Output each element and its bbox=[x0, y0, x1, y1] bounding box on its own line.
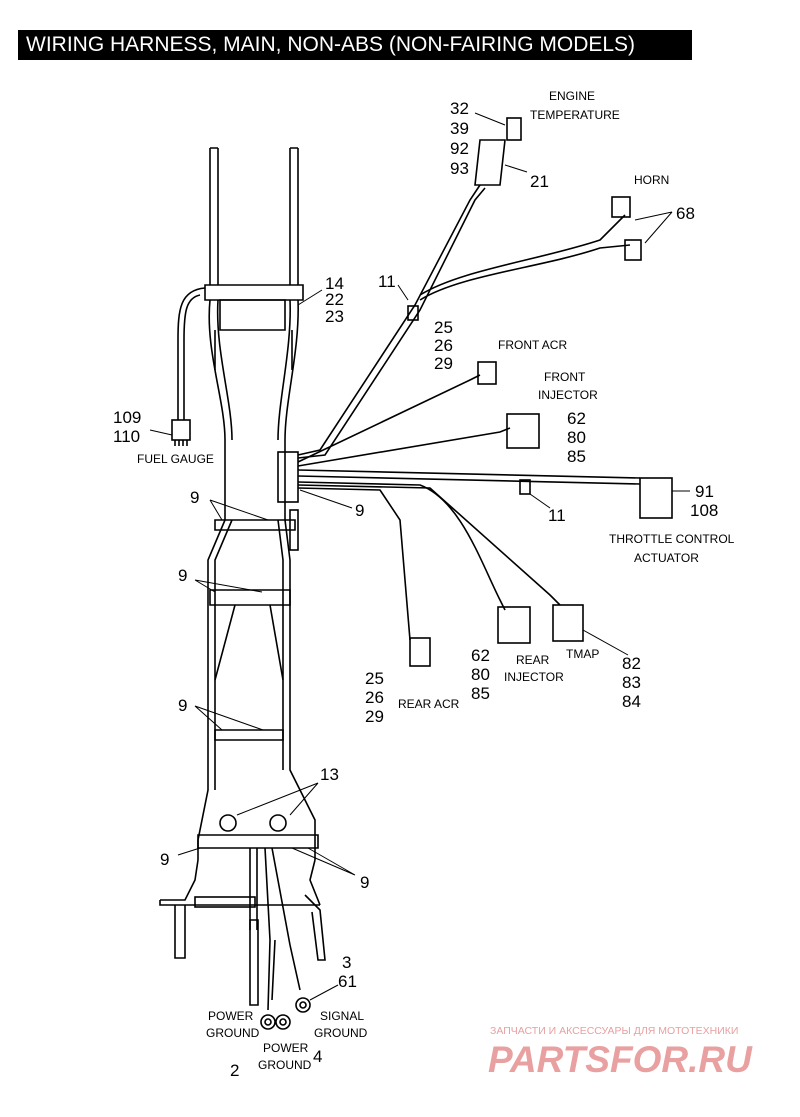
callout-4: 4 bbox=[313, 1047, 322, 1066]
callout-93: 93 bbox=[450, 159, 469, 178]
callout-14: 14 bbox=[325, 274, 344, 293]
label-power-ground-b-1: POWER bbox=[263, 1041, 309, 1055]
callout-21: 21 bbox=[530, 172, 549, 191]
diagram-title: WIRING HARNESS, MAIN, NON-ABS (NON-FAIRI… bbox=[18, 30, 692, 60]
label-front-injector-2: INJECTOR bbox=[538, 388, 598, 402]
callout-9-b: 9 bbox=[178, 566, 187, 585]
callout-9-c: 9 bbox=[178, 696, 187, 715]
callout-29-rear: 29 bbox=[365, 707, 384, 726]
callout-108: 108 bbox=[690, 501, 718, 520]
leader-lines bbox=[149, 112, 690, 1001]
callout-11-upper: 11 bbox=[378, 272, 396, 291]
label-horn: HORN bbox=[634, 173, 669, 187]
callout-2: 2 bbox=[230, 1061, 239, 1080]
callout-13: 13 bbox=[320, 765, 339, 784]
callout-25-front: 25 bbox=[434, 318, 453, 337]
label-power-ground-a-1: POWER bbox=[208, 1009, 254, 1023]
label-engine-temperature-1: ENGINE bbox=[549, 89, 595, 103]
callout-9-f: 9 bbox=[360, 873, 369, 892]
label-throttle-control-2: ACTUATOR bbox=[634, 551, 699, 565]
callout-85-front: 85 bbox=[567, 447, 586, 466]
harness-branches bbox=[277, 184, 641, 641]
callout-22: 22 bbox=[325, 290, 344, 309]
label-front-acr: FRONT ACR bbox=[498, 338, 567, 352]
callout-23: 23 bbox=[325, 307, 344, 326]
callout-3: 3 bbox=[342, 953, 351, 972]
callout-9-d: 9 bbox=[355, 501, 364, 520]
callout-82: 82 bbox=[622, 654, 641, 673]
label-fuel-gauge: FUEL GAUGE bbox=[137, 452, 214, 466]
callout-32: 32 bbox=[450, 99, 469, 118]
label-front-injector-1: FRONT bbox=[544, 370, 586, 384]
callout-92: 92 bbox=[450, 139, 469, 158]
callout-26-front: 26 bbox=[434, 336, 453, 355]
label-signal-ground-1: SIGNAL bbox=[320, 1009, 364, 1023]
callout-110: 110 bbox=[113, 427, 140, 446]
callout-29-front: 29 bbox=[434, 354, 453, 373]
label-rear-injector-2: INJECTOR bbox=[504, 670, 564, 684]
label-tmap: TMAP bbox=[566, 647, 599, 661]
callout-39: 39 bbox=[450, 119, 469, 138]
callout-80-front: 80 bbox=[567, 428, 586, 447]
watermark-brand: PARTSFOR.RU bbox=[488, 1039, 753, 1080]
watermark-tagline: ЗАПЧАСТИ И АКСЕССУАРЫ ДЛЯ МОТОТЕХНИКИ bbox=[490, 1025, 738, 1037]
callout-83: 83 bbox=[622, 673, 641, 692]
callout-62-rear: 62 bbox=[471, 646, 490, 665]
callout-9-e: 9 bbox=[160, 850, 169, 869]
callout-61: 61 bbox=[338, 972, 357, 991]
label-signal-ground-2: GROUND bbox=[314, 1026, 368, 1040]
connectors bbox=[407, 117, 673, 667]
callout-9-a: 9 bbox=[190, 488, 199, 507]
callout-numbers: 32 39 92 93 21 68 11 14 22 23 25 26 29 6… bbox=[113, 99, 718, 1080]
callout-91: 91 bbox=[695, 482, 714, 501]
label-power-ground-b-2: GROUND bbox=[258, 1058, 312, 1072]
callout-109: 109 bbox=[113, 408, 141, 427]
label-engine-temperature-2: TEMPERATURE bbox=[530, 108, 620, 122]
label-throttle-control-1: THROTTLE CONTROL bbox=[609, 532, 735, 546]
callout-26-rear: 26 bbox=[365, 688, 384, 707]
callout-85-rear: 85 bbox=[471, 684, 490, 703]
component-labels: ENGINE TEMPERATURE HORN FRONT ACR FRONT … bbox=[137, 89, 735, 1072]
fuel-gauge-cable bbox=[171, 287, 206, 446]
watermark: ЗАПЧАСТИ И АКСЕССУАРЫ ДЛЯ МОТОТЕХНИКИ PA… bbox=[488, 1025, 753, 1080]
callout-25-rear: 25 bbox=[365, 669, 384, 688]
label-rear-acr: REAR ACR bbox=[398, 697, 460, 711]
callout-84: 84 bbox=[622, 692, 641, 711]
callout-11-lower: 11 bbox=[548, 506, 566, 525]
callout-68: 68 bbox=[676, 204, 695, 223]
label-power-ground-a-2: GROUND bbox=[206, 1026, 260, 1040]
label-rear-injector-1: REAR bbox=[516, 653, 550, 667]
callout-62-front: 62 bbox=[567, 409, 586, 428]
callout-80-rear: 80 bbox=[471, 665, 490, 684]
rear-harness bbox=[159, 814, 326, 1030]
frame-main-body bbox=[197, 509, 319, 860]
frame-upper-rails bbox=[204, 147, 304, 520]
